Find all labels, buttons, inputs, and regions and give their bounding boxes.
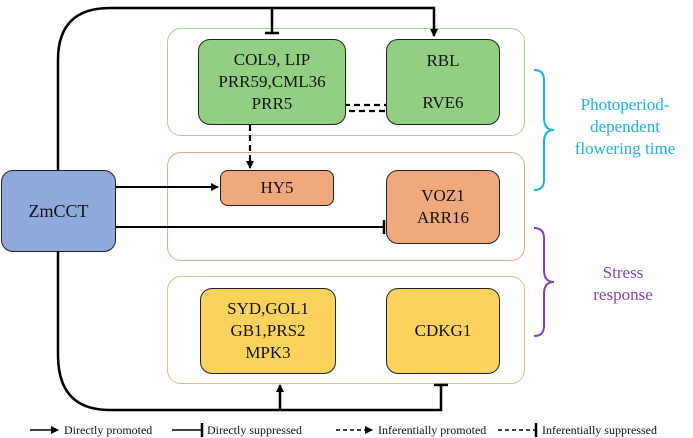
- rbl-rve6-node: RBL RVE6: [386, 39, 500, 125]
- col9-lip-prr-node: COL9, LIP PRR59,CML36 PRR5: [198, 39, 346, 125]
- prr5-label: PRR5: [251, 94, 293, 113]
- prr59-cml36-label: PRR59,CML36: [218, 72, 326, 91]
- stress-line-2: response: [593, 285, 653, 304]
- stress-line-1: Stress: [602, 263, 644, 282]
- arr16-label: ARR16: [417, 208, 469, 227]
- stress-label: Stress response: [578, 262, 668, 306]
- legend-inferentially-promoted: Inferentially promoted: [378, 423, 487, 437]
- zmcct-top-connector: [56, 6, 438, 170]
- zmcct-bottom-connector: [56, 252, 448, 412]
- zmcct-label: ZmCCT: [28, 201, 89, 221]
- syd-gol1-node: SYD,GOL1 GB1,PRS2 MPK3: [200, 288, 336, 374]
- legend-directly-promoted: Directly promoted: [64, 423, 153, 437]
- cdkg1-label: CDKG1: [414, 321, 472, 340]
- legend-directly-suppressed: Directly suppressed: [207, 423, 302, 437]
- legend-inferentially-suppressed: Inferentially suppressed: [542, 423, 657, 437]
- rve6-label: RVE6: [422, 93, 464, 112]
- stress-bracket: [533, 227, 555, 337]
- rbl-label: RBL: [426, 51, 460, 70]
- hy5-node: HY5: [220, 170, 334, 206]
- zmcct-node: ZmCCT: [1, 170, 116, 252]
- photoperiod-bracket: [533, 69, 555, 191]
- photoperiod-label: Photoperiod- dependent flowering time: [560, 94, 690, 160]
- hy5-label: HY5: [260, 178, 294, 197]
- voz1-arr16-node: VOZ1 ARR16: [386, 170, 500, 244]
- shared-gene-group: [167, 152, 525, 261]
- mpk3-label: MPK3: [245, 343, 291, 362]
- photoperiod-line-1: Photoperiod-: [580, 95, 670, 114]
- col9-lip-label: COL9, LIP: [233, 50, 311, 69]
- photoperiod-line-2: dependent: [590, 117, 660, 136]
- photoperiod-gene-group: [167, 28, 525, 136]
- gb1-prs2-label: GB1,PRS2: [230, 321, 306, 340]
- voz1-label: VOZ1: [421, 186, 465, 205]
- syd-gol1-label: SYD,GOL1: [227, 299, 309, 318]
- stress-gene-group: [167, 276, 525, 384]
- cdkg1-node: CDKG1: [386, 288, 500, 374]
- photoperiod-line-3: flowering time: [574, 139, 676, 158]
